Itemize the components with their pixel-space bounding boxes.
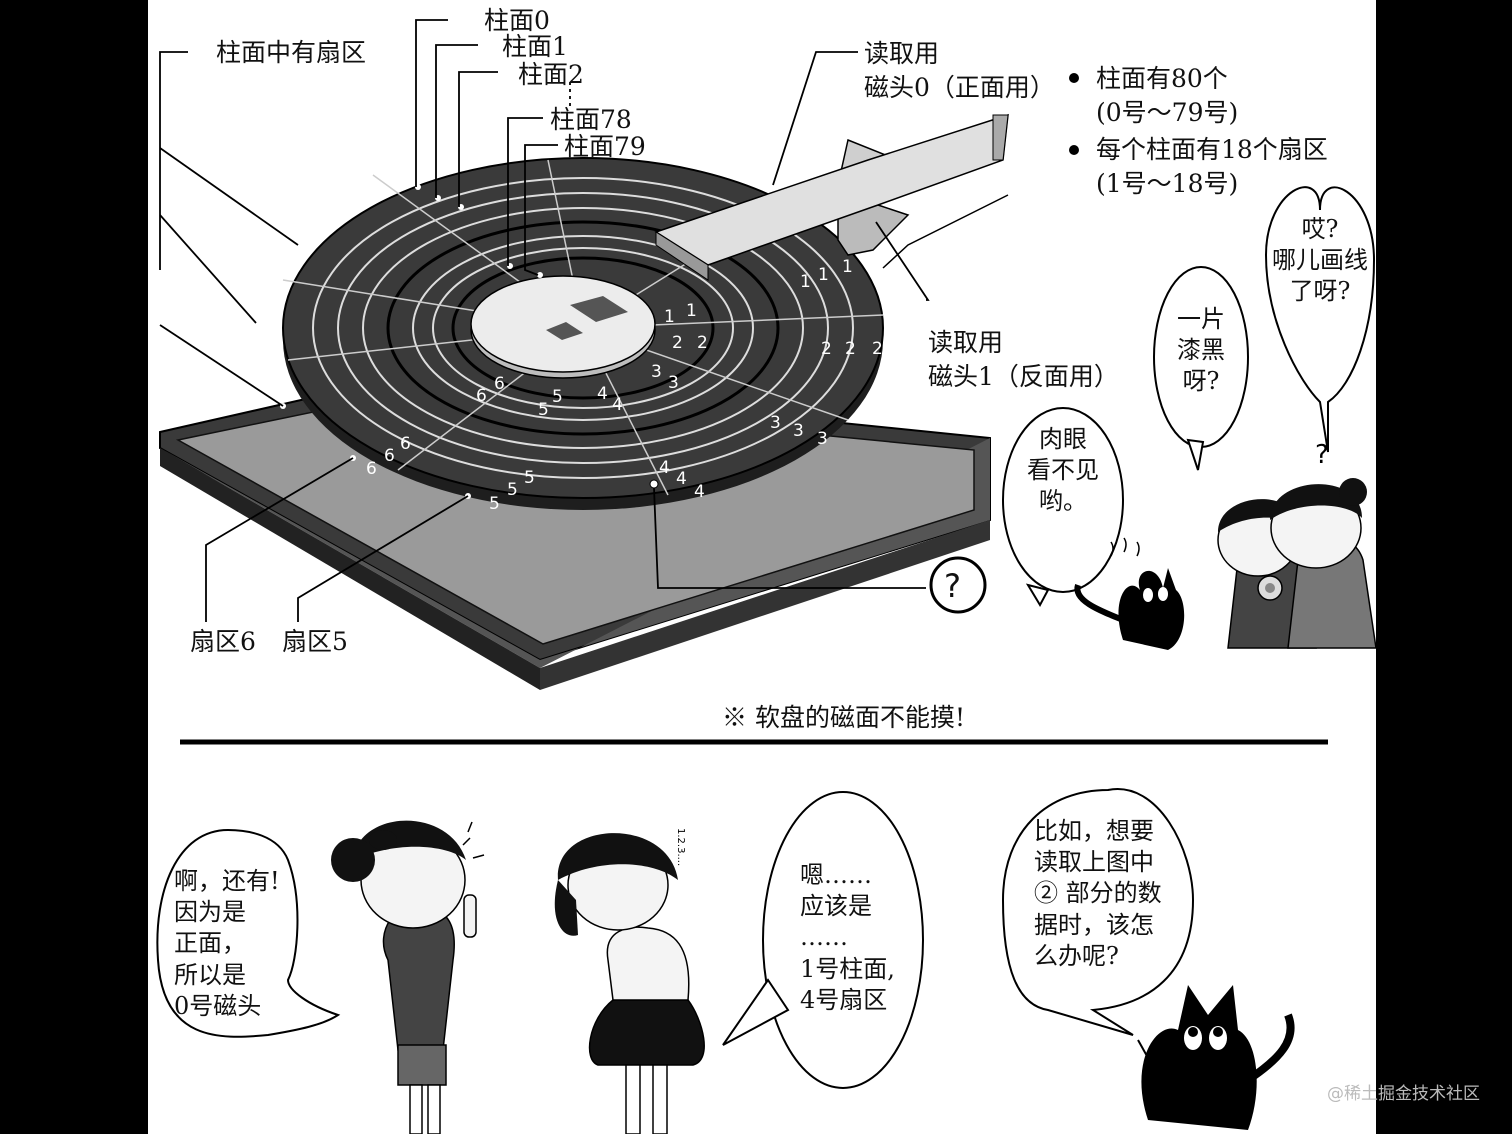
speech-bubble [762,791,924,1089]
sector-number-6: 6 [400,434,411,454]
bullet-icon [1069,145,1079,155]
sector-number-2: 2 [821,339,832,359]
sector-number-5: 5 [489,494,500,514]
label-cylinder-79: 柱面79 [564,132,646,161]
sector-number-5: 5 [524,468,535,488]
sector-number-6: 6 [476,386,487,406]
sector-number-4: 4 [612,395,623,415]
sector-number-3: 3 [770,413,781,433]
two-girls-illustration [1217,478,1376,649]
question-mark-icon: ? [1315,440,1329,470]
label-cylinder-0: 柱面0 [484,6,550,35]
speech-bubble [1264,186,1376,453]
black-cat-pointer-illustration [1137,985,1295,1130]
sector-number-2: 2 [845,339,856,359]
sector-number-2: 2 [872,339,883,359]
label-head0-line2: 磁头0（正面用） [864,73,1055,102]
sector-number-6: 6 [366,459,377,479]
sector-number-5: 5 [552,387,563,407]
label-cylinder-2: 柱面2 [518,60,584,89]
sector-number-4: 4 [659,458,670,478]
bubble-invisible: 肉眼 看不见 哟。 [1027,425,1099,516]
girl-thinking-illustration [554,833,705,1134]
sector-number-5: 5 [507,480,518,500]
sector-number-1: 1 [842,257,853,277]
sector-number-3: 3 [793,421,804,441]
sector-number-6: 6 [384,446,395,466]
sector-number-1: 1 [818,265,829,285]
count-marks: 1.2.3.... [675,828,686,866]
watermark: @稀土掘金技术社区 [1327,1084,1480,1104]
sector-number-4: 4 [597,384,608,404]
speech-bubble [1001,788,1195,1036]
read-head-arm [654,113,1009,281]
manga-page: 1 1 1 1 1 2 2 2 2 2 3 3 3 3 3 4 4 4 4 4 … [148,0,1376,1134]
label-head1-line2: 磁头1（反面用） [928,362,1119,391]
label-head1-line1: 读取用 [928,328,1004,357]
floppy-disk-diagram: 1 1 1 1 1 2 2 2 2 2 3 3 3 3 3 4 4 4 4 4 … [156,19,1376,1134]
girl-pointing-illustration [331,820,485,1134]
question-circle-icon [929,556,987,614]
label-sector-5: 扇区5 [282,627,348,656]
bubble-where-line: 哎? 哪儿画线 了呀? [1272,215,1368,306]
speech-bubble [156,828,341,1038]
sector-number-2: 2 [672,333,683,353]
bullet-sectors-line1: 每个柱面有18个扇区 [1096,135,1328,164]
bubble-cylinder-sector: 嗯…… 应该是 …… 1号柱面, 4号扇区 [800,861,895,1014]
label-cylinder-78: 柱面78 [550,105,632,134]
question-mark-label: ? [944,567,961,605]
bullet-sectors-line2: (1号～18号) [1096,169,1239,198]
sector-number-3: 3 [817,429,828,449]
bullet-icon [1069,73,1079,83]
sector-number-4: 4 [694,482,705,502]
sector-number-2: 2 [697,333,708,353]
speech-bubble [1002,407,1124,593]
sector-number-3: 3 [651,362,662,382]
label-sector-6: 扇区6 [190,627,256,656]
bubble-how-to-read: 比如，想要 读取上图中 ② 部分的数 据时，该怎 么办呢? [1034,817,1162,970]
sector-number-1: 1 [686,301,697,321]
sector-number-5: 5 [538,400,549,420]
label-cylinder-1: 柱面1 [502,32,568,61]
sector-number-4: 4 [676,469,687,489]
sector-number-3: 3 [668,373,679,393]
bubble-head-zero: 啊，还有! 因为是 正面， 所以是 0号磁头 [174,867,280,1020]
bullet-cylinders-line1: 柱面有80个 [1096,64,1228,93]
note-do-not-touch: ※ 软盘的磁面不能摸! [722,703,965,732]
sector-number-1: 1 [800,272,811,292]
label-head0-line1: 读取用 [864,39,940,68]
sector-number-1: 1 [664,307,675,327]
bullet-cylinders-line2: (0号～79号) [1096,98,1239,127]
sector-number-6: 6 [494,374,505,394]
label-cylinder-has-sectors: 柱面中有扇区 [216,38,367,67]
black-cat-illustration [1074,537,1185,650]
bubble-pitch-black: 一片 漆黑 呀? [1177,305,1225,396]
